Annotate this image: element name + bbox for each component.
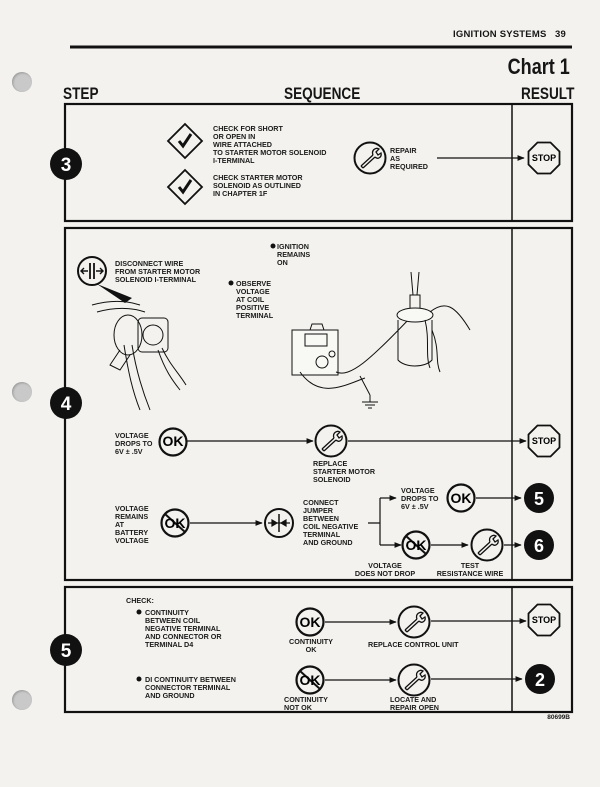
step4-cond-ok: VOLTAGE DROPS TO 6V ± .5V bbox=[115, 431, 153, 456]
ok-label: OK bbox=[165, 515, 186, 531]
bullet bbox=[136, 676, 142, 682]
svg-text:4: 4 bbox=[61, 394, 72, 415]
goto-step-6-badge: 6 bbox=[524, 530, 554, 560]
bullet bbox=[270, 243, 276, 249]
wrench-icon bbox=[314, 424, 348, 458]
bullet bbox=[228, 280, 234, 286]
column-step: STEP bbox=[63, 84, 99, 103]
svg-text:5: 5 bbox=[534, 489, 544, 509]
svg-text:6: 6 bbox=[534, 536, 544, 556]
step5-cond-not-ok: CONTINUITY NOT OK bbox=[284, 695, 328, 712]
jumper-icon bbox=[264, 508, 294, 538]
page-number: 39 bbox=[555, 29, 566, 40]
step4-ignition: IGNITION REMAINS ON bbox=[277, 242, 311, 267]
wrench-icon bbox=[397, 663, 431, 697]
step3-action: REPAIR AS REQUIRED bbox=[390, 146, 428, 171]
binder-hole bbox=[12, 382, 32, 402]
svg-text:2: 2 bbox=[535, 670, 545, 690]
step5-check-label: CHECK: bbox=[126, 596, 154, 605]
figure-code: 80699B bbox=[547, 714, 570, 721]
svg-text:3: 3 bbox=[61, 155, 72, 176]
step4-action-ok: REPLACE STARTER MOTOR SOLENOID bbox=[313, 459, 376, 484]
wrench-icon bbox=[353, 141, 387, 175]
disconnect-icon bbox=[77, 256, 107, 286]
step4-branch-action: TEST RESISTANCE WIRE bbox=[436, 561, 504, 578]
svg-text:5: 5 bbox=[61, 641, 72, 662]
bullet bbox=[136, 609, 142, 615]
step4-jumper: CONNECT JUMPER BETWEEN COIL NEGATIVE TER… bbox=[303, 498, 359, 547]
branch-line bbox=[368, 498, 381, 545]
ignition-coil-illustration bbox=[396, 271, 471, 373]
step-5-badge: 5 bbox=[50, 634, 82, 666]
step4-cond-not-ok: VOLTAGE REMAINS AT BATTERY VOLTAGE bbox=[115, 504, 149, 545]
ok-label: OK bbox=[163, 433, 184, 449]
step5-action-not-ok: LOCATE AND REPAIR OPEN bbox=[390, 695, 439, 712]
step5-check2: DI CONTINUITY BETWEEN CONNECTOR TERMINAL… bbox=[145, 675, 236, 700]
step3-check2: CHECK STARTER MOTOR SOLENOID AS OUTLINED… bbox=[213, 173, 303, 198]
column-sequence: SEQUENCE bbox=[284, 84, 361, 103]
goto-step-2-badge: 2 bbox=[525, 664, 555, 694]
binder-hole bbox=[12, 690, 32, 710]
step3-check1: CHECK FOR SHORT OR OPEN IN WIRE ATTACHED… bbox=[213, 124, 327, 165]
running-header: IGNITION SYSTEMS 39 bbox=[453, 29, 566, 40]
ok-label: OK bbox=[300, 672, 321, 688]
step4-branch-not-ok: VOLTAGE DOES NOT DROP bbox=[354, 561, 416, 578]
checkmark-diamond-icon bbox=[166, 168, 204, 206]
callout-pointer bbox=[97, 284, 132, 303]
step-3-badge: 3 bbox=[50, 148, 82, 180]
stop-label: STOP bbox=[532, 153, 556, 163]
step5-check1: CONTINUITY BETWEEN COIL NEGATIVE TERMINA… bbox=[145, 608, 222, 649]
chart-title: Chart 1 bbox=[507, 54, 570, 79]
step4-branch-ok: VOLTAGE DROPS TO 6V ± .5V bbox=[401, 486, 439, 511]
goto-step-5-badge: 5 bbox=[524, 483, 554, 513]
stop-label: STOP bbox=[532, 615, 556, 625]
section-title: IGNITION SYSTEMS bbox=[453, 29, 547, 40]
starter-solenoid-illustration bbox=[91, 300, 187, 411]
stop-label: STOP bbox=[532, 436, 556, 446]
ok-label: OK bbox=[451, 490, 472, 506]
ok-label: OK bbox=[300, 614, 321, 630]
column-result: RESULT bbox=[521, 84, 575, 103]
step4-disconnect: DISCONNECT WIRE FROM STARTER MOTOR SOLEN… bbox=[115, 259, 201, 284]
wrench-icon bbox=[397, 605, 431, 639]
step-4-badge: 4 bbox=[50, 387, 82, 419]
ok-label: OK bbox=[406, 537, 427, 553]
step4-observe: OBSERVE VOLTAGE AT COIL POSITIVE TERMINA… bbox=[236, 279, 274, 320]
wrench-icon bbox=[470, 528, 504, 562]
checkmark-diamond-icon bbox=[166, 122, 204, 160]
binder-hole bbox=[12, 72, 32, 92]
voltmeter-illustration bbox=[291, 317, 411, 409]
step5-cond-ok: CONTINUITY OK bbox=[289, 637, 333, 654]
step5-action-ok: REPLACE CONTROL UNIT bbox=[368, 640, 459, 649]
